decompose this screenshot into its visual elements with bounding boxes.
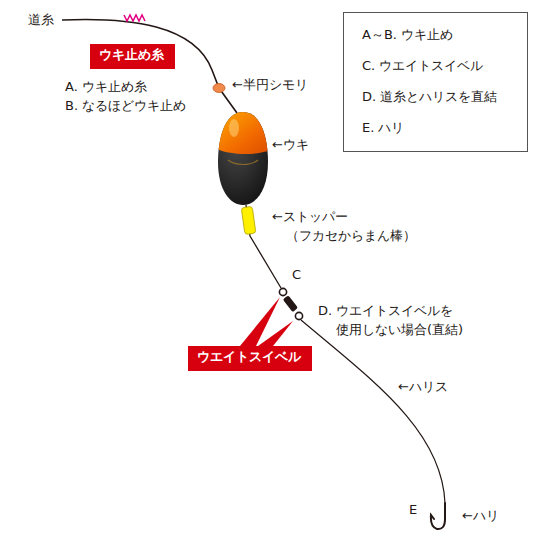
- note-text: B. なるほどウキ止め: [65, 97, 186, 116]
- part-label: ←ストッパー （フカセからまん棒）: [272, 208, 461, 246]
- legend-entry: E. ハリ: [362, 120, 509, 137]
- legend-entry: A～B. ウキ止め: [362, 27, 509, 44]
- part-label: ←ウキ: [272, 136, 309, 155]
- weight-swivel: [279, 288, 302, 319]
- shimori-bead: [213, 84, 225, 93]
- line-label: 道糸: [28, 11, 54, 30]
- legend-entry: D. 道糸とハリスを直結: [362, 89, 509, 106]
- callout-letter: E: [409, 501, 417, 520]
- legend-box: A～B. ウキ止め C. ウエイトスイベル D. 道糸とハリスを直結 E. ハリ: [343, 12, 528, 152]
- note-text: A. ウキ止め糸: [65, 78, 147, 97]
- hook: [431, 503, 445, 529]
- float: [215, 108, 275, 208]
- part-label: ←ハリ: [462, 507, 499, 526]
- callout-box: ウエイトスイベル: [188, 346, 312, 371]
- float-stop-knot: [124, 15, 145, 21]
- callout-text: ウキ止め糸: [99, 47, 166, 64]
- note-text: D. ウエイトスイベルを 使用しない場合(直結): [318, 302, 536, 340]
- legend-entry: C. ウエイトスイベル: [362, 58, 509, 75]
- callout-spike: [258, 321, 293, 346]
- callout-text: ウエイトスイベル: [197, 349, 303, 366]
- leader-line: [301, 320, 445, 503]
- part-label: ←半円シモリ: [232, 76, 308, 95]
- part-label: ←ハリス: [398, 378, 448, 397]
- callout-box: ウキ止め糸: [90, 44, 175, 69]
- stopper: [241, 206, 256, 234]
- callout-letter: C: [292, 266, 301, 285]
